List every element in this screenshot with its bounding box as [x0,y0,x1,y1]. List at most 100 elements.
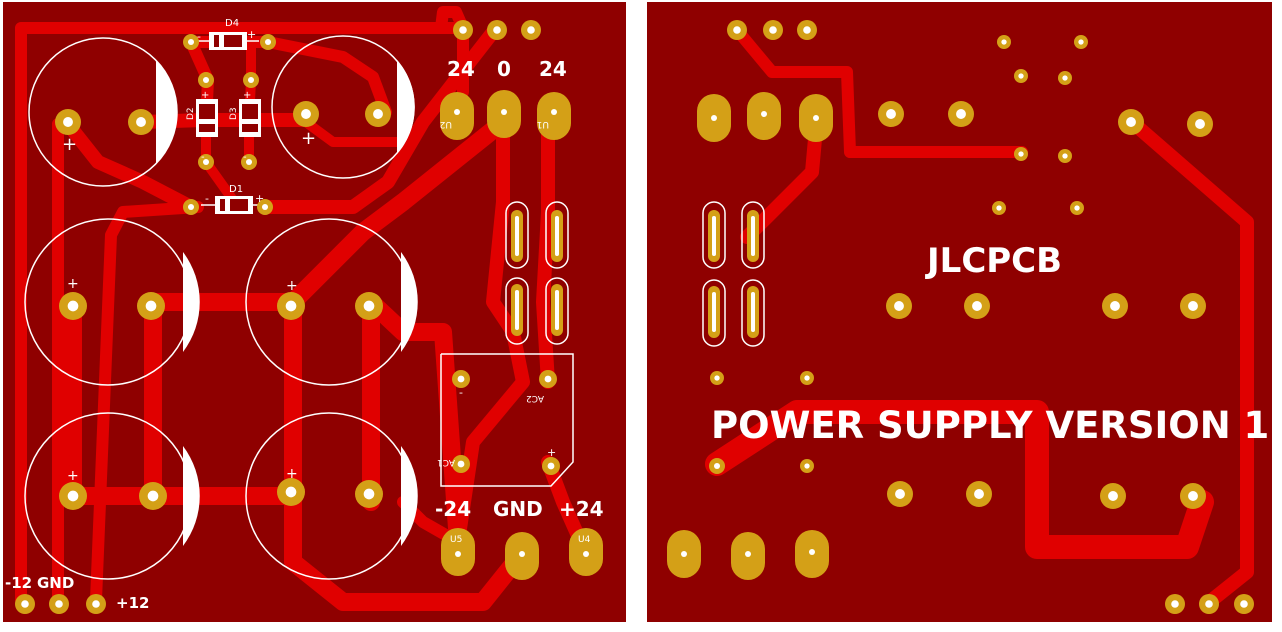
front-pad-16 [355,292,383,320]
front-pad-28 [15,594,35,614]
back-u-top-2 [747,92,781,140]
front-pad-7 [183,199,199,215]
label-d4: D4 [225,18,239,29]
d4-minus-sign: - [197,30,201,43]
cap-mr-plus: + [286,278,298,294]
capacitor-c-mid-right [245,218,418,386]
front-pad-29 [49,594,69,614]
front-pad-12 [365,101,391,127]
fuse-slots-back [702,201,765,347]
bridge-rectifier-outline [440,353,574,487]
label-u5: U5 [450,535,462,545]
capacitor-c-bot-right [245,412,418,580]
label-ac1: AC1 [437,457,455,467]
u1-pad [537,92,571,140]
capacitor-c-bot-left [24,412,200,580]
back-pad-22 [709,458,725,474]
silkscreen-text: D4 D2 D3 D1 - + + - + - - + + + + + + + … [5,18,604,612]
front-pad-21 [453,20,473,40]
d1-plus-sign: + [255,192,264,205]
round-pads [15,20,560,614]
back-pad-12 [878,101,904,127]
u2-pad [440,92,474,140]
diode-d2 [196,99,218,137]
front-pad-17 [59,482,87,510]
capacitor-c-top-right [271,35,415,179]
back-pad-24 [887,481,913,507]
back-pad-6 [1014,69,1028,83]
label-neg24: -24 [435,497,471,521]
capacitor-group [24,35,418,580]
front-pad-3 [198,72,214,88]
diode-d3 [239,99,261,137]
front-pad-6 [241,154,257,170]
label-d1: D1 [229,184,243,195]
front-pad-11 [293,101,319,127]
back-u-bot-3 [795,530,829,578]
back-u-top-1 [697,94,731,142]
front-pad-22 [487,20,507,40]
back-u-top-3 [799,94,833,142]
back-pad-27 [1180,483,1206,509]
front-pad-14 [137,292,165,320]
label-ac2: AC2 [526,393,544,403]
d4-plus-sign: + [247,28,256,41]
back-pad-17 [964,293,990,319]
cap-tl-plus: + [62,134,77,155]
back-pad-20 [710,371,724,385]
back-pad-25 [966,481,992,507]
front-pad-4 [243,72,259,88]
front-pad-9 [55,109,81,135]
front-pad-30 [86,594,106,614]
d2-minus-sign: - [201,152,205,163]
front-pad-26 [452,455,470,473]
back-pad-30 [1234,594,1254,614]
label-d3: D3 [229,107,239,120]
label-pos24: +24 [559,497,604,521]
back-u-bot-2 [731,532,765,580]
cap-bl-plus: + [67,468,79,484]
back-pad-13 [948,101,974,127]
front-pad-2 [260,34,276,50]
front-pad-19 [277,478,305,506]
front-pad-13 [59,292,87,320]
u5-pad [441,528,475,576]
back-pad-19 [1180,293,1206,319]
front-pad-5 [198,154,214,170]
front-pad-20 [355,480,383,508]
back-pad-18 [1102,293,1128,319]
u-mid-pad [487,90,521,138]
u-gnd-pad [505,532,539,580]
front-pad-23 [521,20,541,40]
front-pad-15 [277,292,305,320]
board-substrate-back [647,2,1272,622]
bridge-plus: + [547,446,556,459]
capacitor-c-mid-left [24,218,200,386]
label-u1: U1 [537,119,549,129]
label-u2: U2 [440,119,452,129]
label-neg12: -12 [5,574,32,592]
front-pad-25 [539,370,557,388]
front-pad-10 [128,109,154,135]
fuse-slots [505,201,569,345]
diode-d4 [197,32,259,50]
back-pad-26 [1100,483,1126,509]
d3-plus-sign: + [243,90,251,101]
cap-br-plus: + [286,466,298,482]
back-pad-11 [1070,201,1084,215]
capacitor-c-top-left [28,37,178,187]
back-pad-3 [797,20,817,40]
jlcpcb-logo-text: JLCPCB [925,241,1062,281]
label-0: 0 [497,57,511,81]
label-24-left: 24 [447,57,475,81]
u4-pad [569,528,603,576]
d2-plus-sign: + [201,90,209,101]
board-title: POWER SUPPLY VERSION 1 [711,404,1269,447]
back-pad-2 [763,20,783,40]
cap-tr-plus: + [301,128,316,149]
pcb-back-view: JLCPCB POWER SUPPLY VERSION 1 [647,2,1272,622]
label-gnd-12: GND [37,574,74,592]
label-d2: D2 [186,107,196,120]
back-pad-23 [800,459,814,473]
d1-minus-sign: - [205,192,209,205]
